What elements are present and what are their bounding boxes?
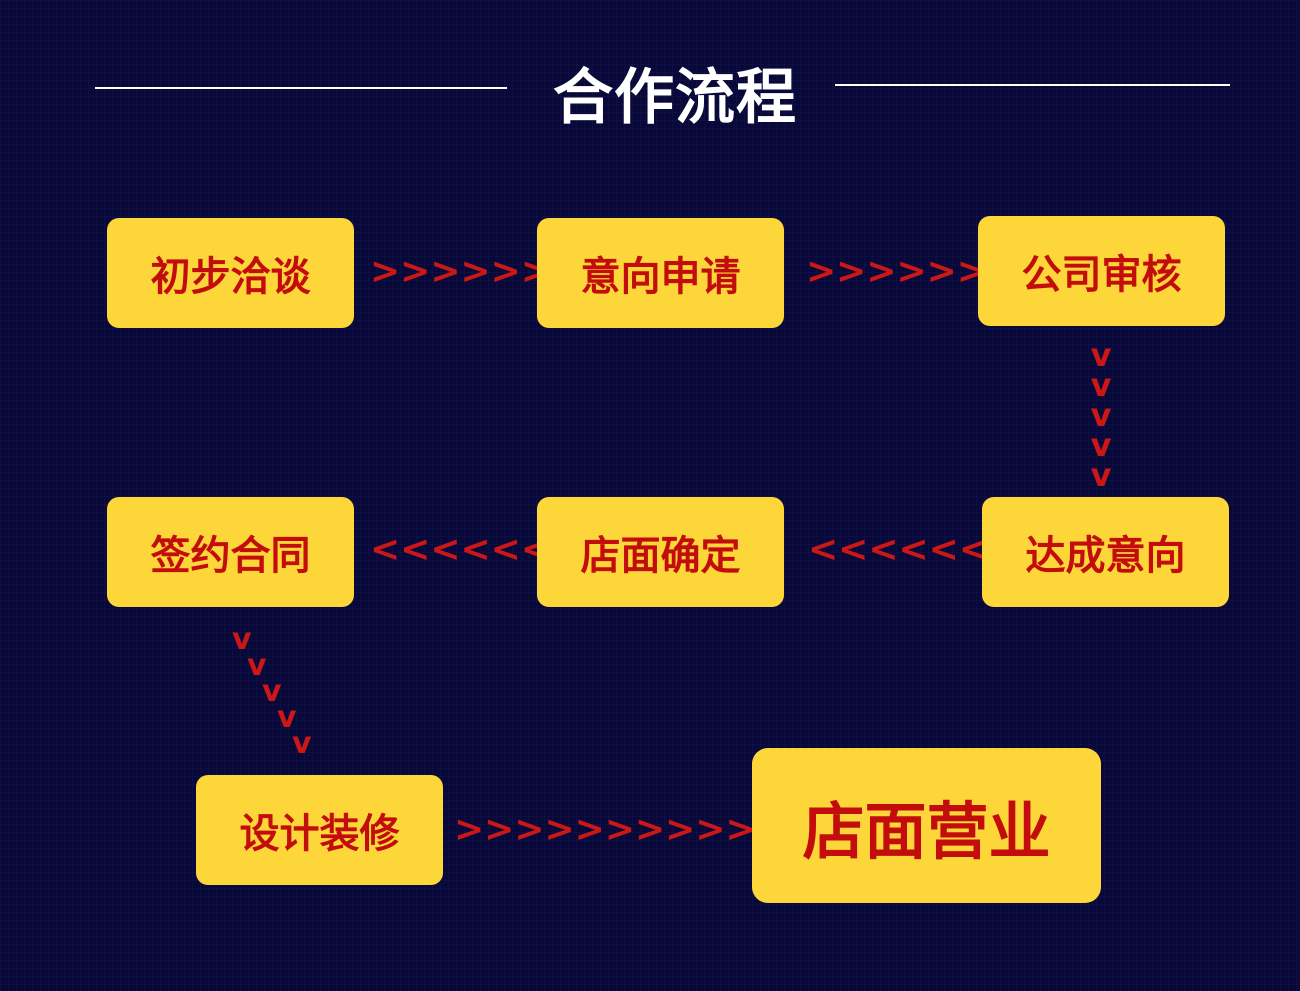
- diagonal-arrow-mark: v: [292, 726, 312, 761]
- arrow-step1-to-step2: >>>>>>: [370, 251, 551, 292]
- down-arrow-mark: v: [1090, 426, 1112, 464]
- step-company-review: 公司审核: [978, 216, 1225, 326]
- down-arrow-mark: v: [1090, 366, 1112, 404]
- arrow-step7-to-step8: >>>>>>>>>>: [454, 809, 756, 850]
- page-title: 合作流程: [553, 62, 797, 133]
- title-rule-left: [95, 87, 507, 89]
- arrow-step4-to-step5: <<<<<<: [808, 529, 989, 570]
- down-arrow-mark: v: [1090, 396, 1112, 434]
- arrow-step6-to-step7: v v v v v: [230, 625, 320, 765]
- down-arrow-mark: v: [1090, 456, 1112, 494]
- title-rule-right: [835, 84, 1230, 86]
- diagonal-arrow-mark: v: [262, 674, 282, 709]
- arrow-step3-to-step4: v v v v v: [1084, 336, 1118, 494]
- arrow-step5-to-step6: <<<<<<: [370, 529, 551, 570]
- diagonal-arrow-mark: v: [232, 622, 252, 657]
- arrow-step2-to-step3: >>>>>>: [806, 251, 987, 292]
- step-store-confirmed: 店面确定: [537, 497, 784, 607]
- step-design-decoration: 设计装修: [196, 775, 443, 885]
- step-store-open: 店面营业: [752, 748, 1101, 903]
- diagonal-arrow-mark: v: [277, 700, 297, 735]
- step-intent-application: 意向申请: [537, 218, 784, 328]
- down-arrow-mark: v: [1090, 336, 1112, 374]
- step-sign-contract: 签约合同: [107, 497, 354, 607]
- diagonal-arrow-mark: v: [247, 648, 267, 683]
- step-reach-intent: 达成意向: [982, 497, 1229, 607]
- step-initial-negotiation: 初步洽谈: [107, 218, 354, 328]
